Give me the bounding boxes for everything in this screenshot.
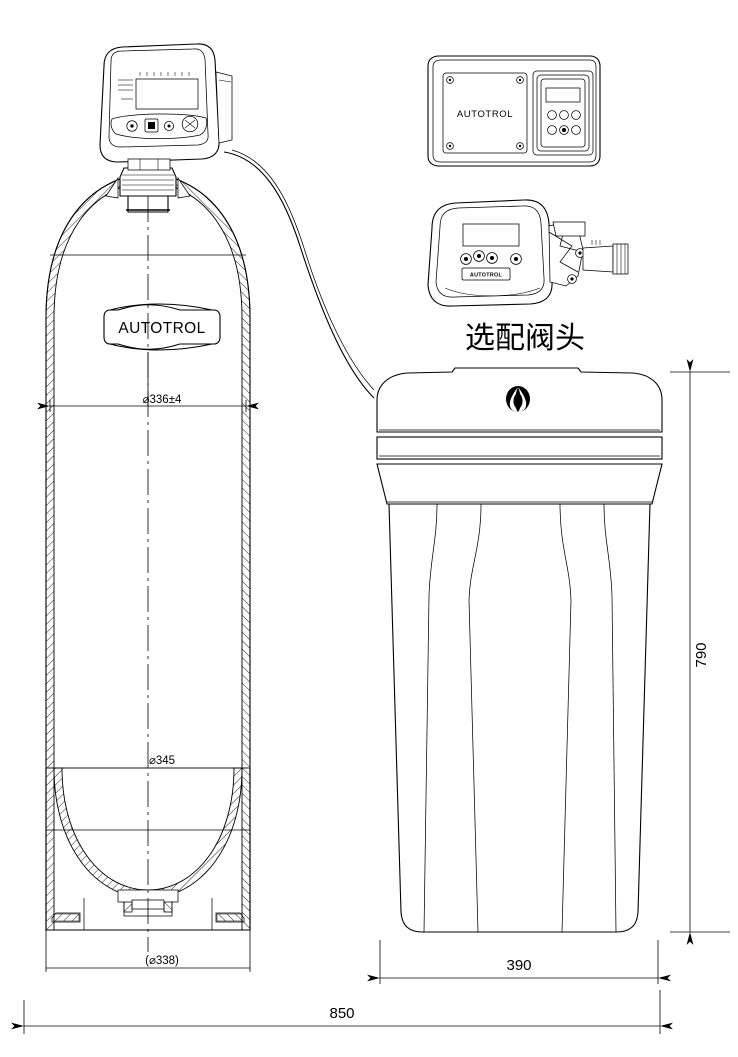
brine-tank-rib-left-2	[468, 503, 482, 933]
inset-key-3	[571, 110, 581, 120]
lcd-side-legend	[118, 79, 133, 100]
tank-neck	[105, 167, 191, 213]
valve-body-mechanism	[548, 221, 629, 287]
dim-text-brine-width: 390	[506, 957, 531, 974]
control-head-side-block	[215, 71, 233, 144]
valve-inset-brand-text: AUTOTROL	[470, 273, 503, 279]
inset-keypad-module	[532, 70, 594, 156]
brine-tank-rim	[376, 463, 663, 505]
dim-text-base-diameter: (⌀338)	[145, 955, 179, 967]
tank-brand-badge: AUTOTROL	[103, 303, 221, 351]
dim-brine-tank-height: 790	[670, 359, 730, 945]
brine-line-tube	[223, 151, 375, 399]
dim-tank-base-diameter: (⌀338)	[45, 930, 251, 972]
pressure-tank-assembly: AUTOTROL	[45, 167, 251, 952]
valve-inset-lcd	[462, 223, 520, 247]
dim-brine-tank-width: 390	[367, 940, 671, 984]
dim-text-brine-height: 790	[693, 642, 710, 667]
brine-tank-collar	[376, 436, 663, 460]
inset-controller-faceplate: AUTOTROL	[427, 55, 601, 167]
inset-key-1	[547, 110, 557, 120]
inset-key-6	[571, 125, 581, 135]
dim-text-shell-diameter: ⌀336±4	[143, 394, 182, 406]
dim-tank-inner-diameter: ⌀345	[48, 755, 248, 769]
tank-badge-text: AUTOTROL	[118, 320, 205, 337]
inset-brand-plate	[442, 72, 528, 154]
dim-text-overall-width: 850	[329, 1005, 354, 1022]
water-drop-emblem	[506, 386, 530, 412]
dim-overall-width: 850	[11, 990, 673, 1034]
inset-key-2	[559, 110, 569, 120]
brine-tank-rib-left	[423, 503, 438, 933]
brine-tank-rib-right	[559, 503, 572, 933]
brine-tank-rib-right-2	[603, 503, 617, 933]
lcd-tick-scale	[139, 72, 190, 76]
valve-inset-badge	[461, 267, 511, 281]
control-head-lcd	[135, 78, 199, 110]
brine-line-tube-inner	[231, 149, 375, 391]
inset-brand-text: AUTOTROL	[457, 109, 513, 120]
brine-tank-assembly	[376, 367, 663, 933]
brine-tank-body	[388, 503, 651, 933]
inset-optional-valve-head: AUTOTROL	[427, 199, 629, 307]
inset-lcd	[545, 87, 581, 103]
dim-tank-shell-diameter: ⌀336±4	[37, 352, 259, 412]
head-to-tank-coupling	[127, 158, 171, 171]
optional-valve-caption: 选配阀头	[465, 321, 585, 356]
inset-key-4	[547, 125, 557, 135]
control-valve-head	[99, 43, 233, 171]
dim-text-inner-diameter: ⌀345	[149, 755, 175, 767]
